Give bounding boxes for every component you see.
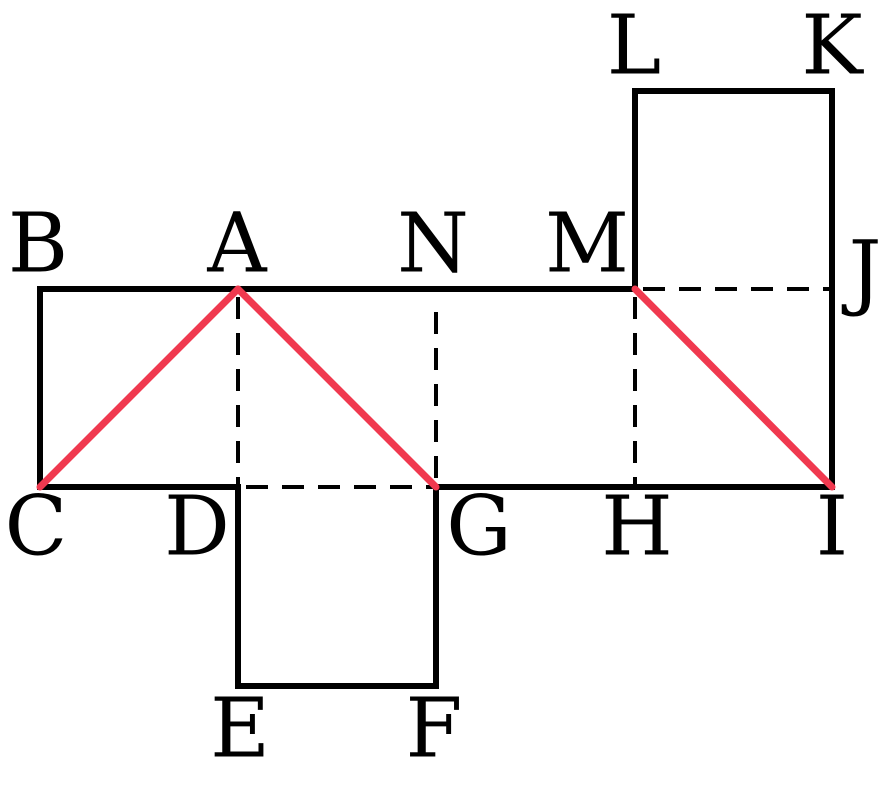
vertex-label-m: M — [545, 197, 629, 292]
vertex-label-c: C — [5, 480, 68, 575]
path-c-a — [36, 285, 242, 491]
fold-lines — [236, 287, 832, 489]
highlighted-path — [36, 285, 836, 491]
path-m-i — [631, 285, 836, 491]
vertex-label-l: L — [607, 0, 661, 94]
vertex-label-e: E — [210, 682, 270, 777]
vertex-label-n: N — [397, 197, 469, 292]
vertex-label-k: K — [801, 0, 864, 94]
path-a-g — [234, 285, 440, 491]
vertex-label-d: D — [164, 480, 230, 575]
vertex-label-b: B — [8, 197, 68, 292]
vertex-labels: B A N M L K J C D G H I E F — [5, 0, 882, 777]
vertex-label-j: J — [842, 225, 882, 320]
vertex-label-g: G — [446, 480, 512, 575]
vertex-label-f: F — [406, 682, 463, 777]
vertex-label-h: H — [601, 480, 673, 575]
vertex-label-a: A — [206, 197, 268, 292]
vertex-label-i: I — [816, 480, 848, 575]
